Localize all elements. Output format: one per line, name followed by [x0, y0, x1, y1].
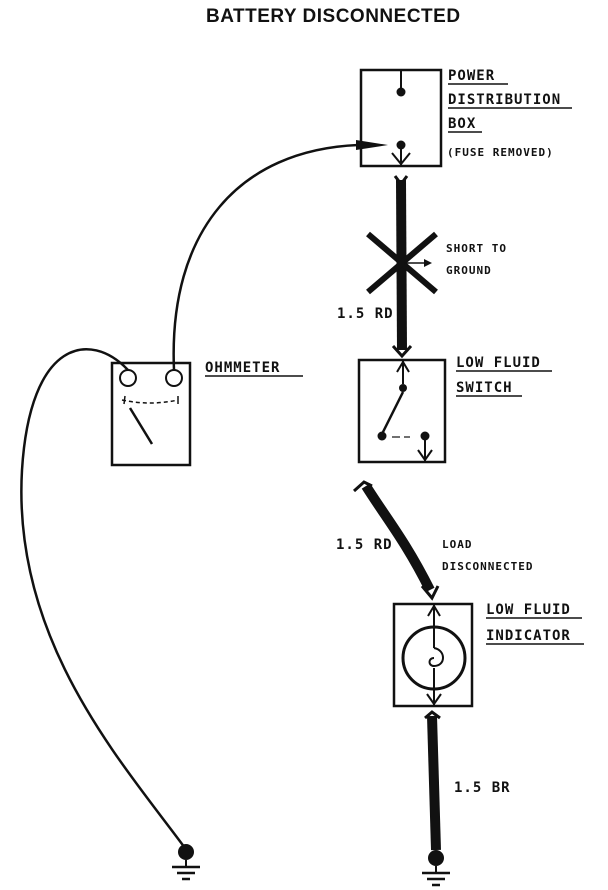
- wire-bottom-label: 1.5 BR: [454, 780, 511, 796]
- ohmmeter: [110, 361, 192, 467]
- switch-label-line1: LOW FLUID: [456, 355, 541, 371]
- ohmmeter-lead-to-pdb: [172, 143, 359, 371]
- pdb-label-line1: POWER: [448, 68, 495, 84]
- ground-icon: [172, 844, 200, 881]
- wire-middle-label: 1.5 RD: [336, 537, 393, 553]
- wire-top-label: 1.5 RD: [337, 306, 394, 322]
- wire-bottom: [424, 710, 441, 851]
- ohmmeter-label: OHMMETER: [205, 360, 280, 376]
- diagram-title: BATTERY DISCONNECTED: [206, 6, 461, 27]
- ground-icon: [422, 850, 450, 887]
- pdb-label-line3: BOX: [448, 116, 476, 132]
- low-fluid-indicator: [392, 602, 474, 708]
- low-fluid-switch: [357, 358, 447, 464]
- pdb-label-line2: DISTRIBUTION: [448, 92, 561, 108]
- bulb-filament-icon: [428, 647, 444, 668]
- short-to-ground-marker: [366, 231, 438, 295]
- power-distribution-box: [356, 68, 443, 168]
- load-label-line2: DISCONNECTED: [442, 560, 533, 573]
- short-label-line2: GROUND: [446, 264, 492, 277]
- wire-middle: [352, 480, 440, 601]
- switch-label-line2: SWITCH: [456, 380, 513, 396]
- probe-arrow-icon: [356, 140, 388, 150]
- short-label-line1: SHORT TO: [446, 242, 507, 255]
- ohmmeter-lead-to-ground: [20, 348, 187, 849]
- load-label-line1: LOAD: [442, 538, 473, 551]
- indicator-label-line2: INDICATOR: [486, 628, 571, 644]
- indicator-label-line1: LOW FLUID: [486, 602, 571, 618]
- pdb-note: (FUSE REMOVED): [447, 146, 554, 159]
